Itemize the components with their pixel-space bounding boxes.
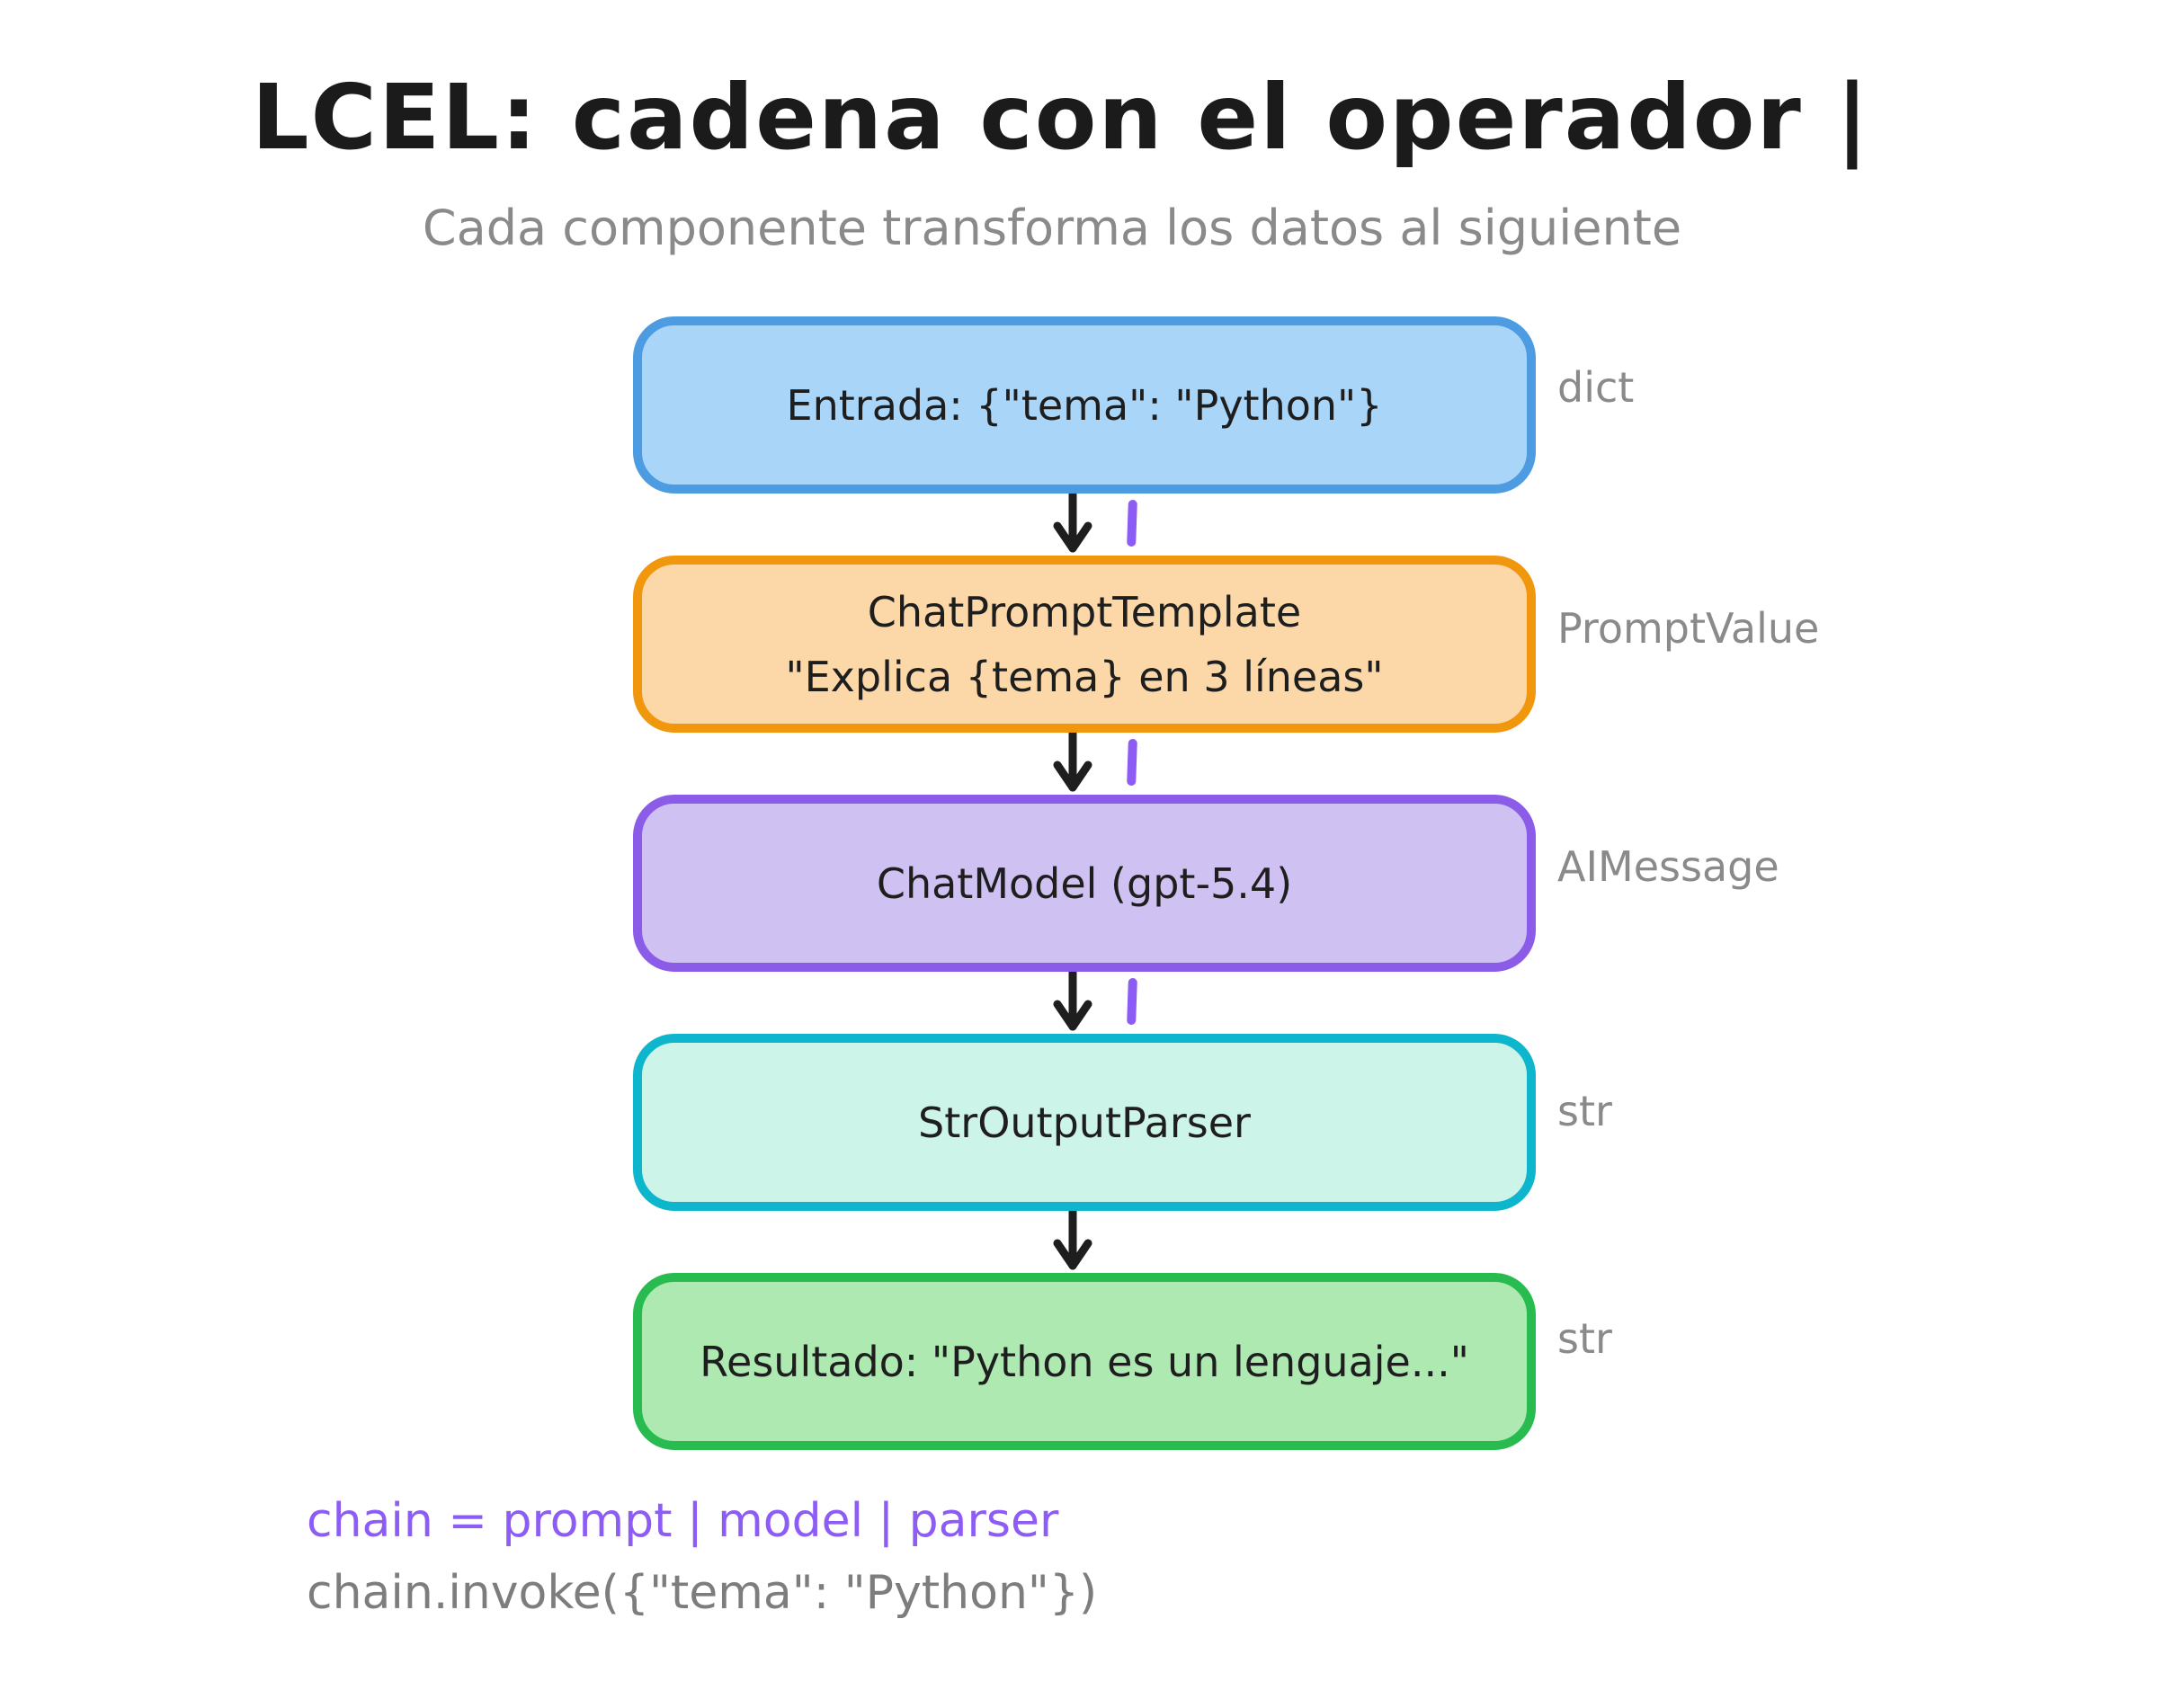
type-label-str-result: str	[1557, 1314, 1612, 1363]
pipe-operator-icon	[1127, 977, 1137, 1026]
node-chatprompttemplate-label2: "Explica {tema} en 3 líneas"	[785, 652, 1384, 701]
diagram-title: LCEL: cadena con el operador |	[251, 65, 1871, 170]
arrow-down-icon	[1053, 494, 1092, 553]
node-stroutputparser-label: StrOutputParser	[918, 1098, 1251, 1147]
node-chatprompttemplate-label: ChatPromptTemplate	[867, 587, 1302, 636]
connector-4	[633, 1211, 1536, 1273]
node-resultado: Resultado: "Python es un lenguaje..."	[633, 1273, 1536, 1450]
node-stroutputparser: StrOutputParser	[633, 1034, 1536, 1211]
pipe-operator-icon	[1127, 499, 1137, 547]
diagram-subtitle: Cada componente transforma los datos al …	[422, 200, 1682, 256]
type-label-promptvalue: PromptValue	[1557, 604, 1820, 653]
type-label-str-parser: str	[1557, 1087, 1612, 1135]
arrow-down-icon	[1053, 733, 1092, 792]
flow-column: Entrada: {"tema": "Python"} ChatPromptTe…	[633, 316, 1536, 1450]
code-chain-invoke: chain.invoke({"tema": "Python"})	[307, 1566, 1098, 1620]
connector-3	[633, 972, 1536, 1034]
pipe-operator-icon	[1127, 738, 1137, 787]
connector-1	[633, 494, 1536, 556]
connector-2	[633, 733, 1536, 795]
node-entrada: Entrada: {"tema": "Python"}	[633, 316, 1536, 494]
type-label-aimessage: AIMessage	[1557, 842, 1779, 891]
arrow-down-icon	[1053, 972, 1092, 1031]
node-entrada-label: Entrada: {"tema": "Python"}	[786, 380, 1383, 430]
arrow-down-icon	[1053, 1211, 1092, 1270]
node-chatprompttemplate: ChatPromptTemplate "Explica {tema} en 3 …	[633, 556, 1536, 733]
node-resultado-label: Resultado: "Python es un lenguaje..."	[700, 1337, 1469, 1386]
node-chatmodel-label: ChatModel (gpt-5.4)	[876, 858, 1293, 908]
code-chain-definition: chain = prompt | model | parser	[307, 1494, 1059, 1548]
node-chatmodel: ChatModel (gpt-5.4)	[633, 795, 1536, 972]
type-label-dict: dict	[1557, 363, 1635, 412]
